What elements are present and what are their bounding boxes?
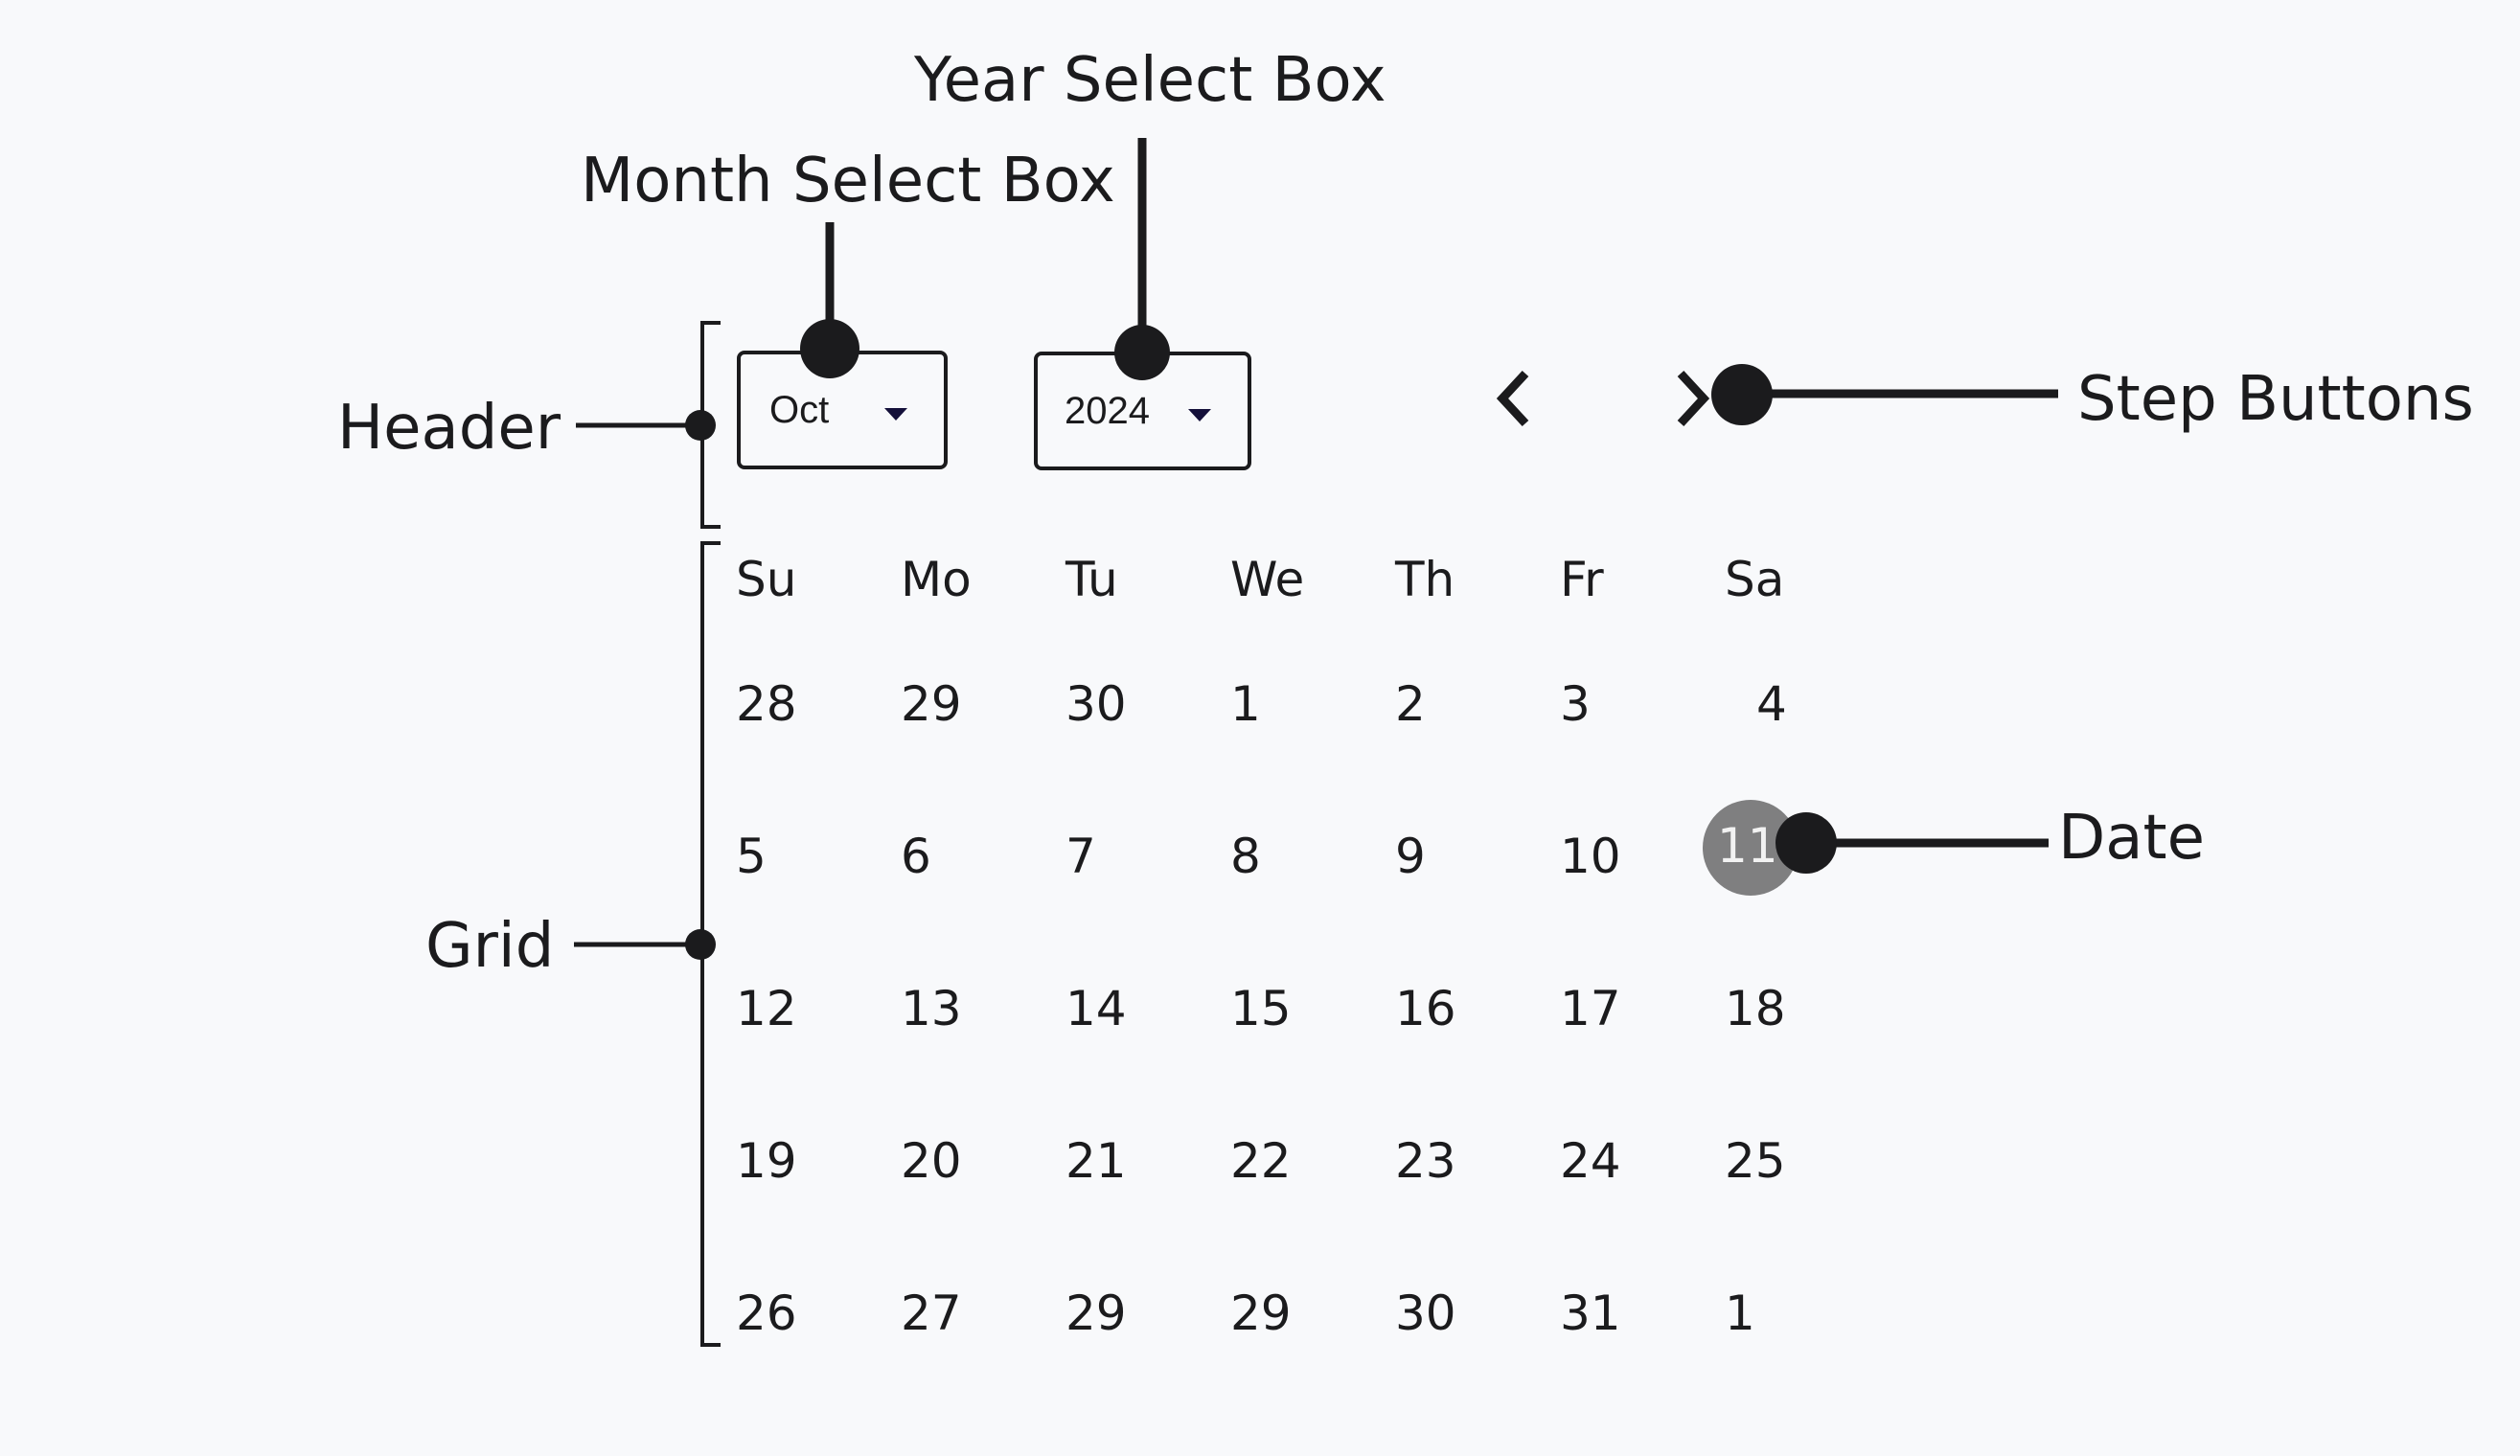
weekday-header: We	[1230, 552, 1305, 607]
date-cell[interactable]: 19	[736, 1133, 797, 1189]
grid-bracket	[700, 541, 721, 1347]
date-label: Date	[2058, 803, 2205, 874]
date-cell[interactable]: 1	[1725, 1285, 1755, 1341]
chevron-right-icon	[1677, 370, 1710, 427]
next-month-button[interactable]	[1659, 360, 1726, 437]
date-cell[interactable]: 6	[901, 829, 931, 884]
date-cell[interactable]: 28	[736, 676, 797, 732]
date-cell[interactable]: 25	[1725, 1133, 1786, 1189]
date-cell[interactable]: 2	[1395, 676, 1426, 732]
date-cell[interactable]: 31	[1560, 1285, 1621, 1341]
date-cell[interactable]: 30	[1395, 1285, 1456, 1341]
date-cell[interactable]: 21	[1065, 1133, 1127, 1189]
weekday-header: Sa	[1725, 552, 1785, 607]
weekday-header: Mo	[901, 552, 972, 607]
date-cell[interactable]: 3	[1560, 676, 1591, 732]
date-cell[interactable]: 1	[1230, 676, 1261, 732]
date-cell[interactable]: 16	[1395, 981, 1456, 1036]
prev-month-button[interactable]	[1480, 360, 1547, 437]
date-cell[interactable]: 29	[901, 676, 962, 732]
date-cell[interactable]: 27	[901, 1285, 962, 1341]
date-cell[interactable]: 29	[1065, 1285, 1127, 1341]
date-cell[interactable]: 24	[1560, 1133, 1621, 1189]
year-select-value: 2024	[1065, 389, 1150, 432]
date-cell[interactable]: 9	[1395, 829, 1426, 884]
date-cell[interactable]: 14	[1065, 981, 1127, 1036]
date-cell[interactable]: 22	[1230, 1133, 1292, 1189]
date-cell[interactable]: 30	[1065, 676, 1127, 732]
date-cell[interactable]: 8	[1230, 829, 1261, 884]
date-cell[interactable]: 13	[901, 981, 962, 1036]
year-select-box[interactable]: 2024	[1034, 352, 1251, 470]
chevron-left-icon	[1496, 370, 1529, 427]
date-cell[interactable]: 23	[1395, 1133, 1456, 1189]
grid-label: Grid	[425, 911, 555, 982]
date-cell[interactable]: 20	[901, 1133, 962, 1189]
step-buttons-label: Step Buttons	[2077, 364, 2474, 435]
header-label: Header	[337, 393, 561, 464]
year-select-box-label: Year Select Box	[914, 45, 1386, 116]
chevron-down-icon	[1188, 409, 1211, 421]
weekday-header: Su	[736, 552, 797, 607]
weekday-header: Th	[1395, 552, 1455, 607]
date-cell[interactable]: 29	[1230, 1285, 1292, 1341]
grid-marker	[685, 929, 716, 960]
month-select-box-label: Month Select Box	[581, 146, 1115, 216]
date-cell[interactable]: 17	[1560, 981, 1621, 1036]
date-cell[interactable]: 12	[736, 981, 797, 1036]
date-cell[interactable]: 15	[1230, 981, 1292, 1036]
weekday-header: Fr	[1560, 552, 1604, 607]
month-select-value: Oct	[769, 388, 830, 431]
date-cell[interactable]: 10	[1560, 829, 1621, 884]
date-cell[interactable]: 5	[736, 829, 767, 884]
month-select-box[interactable]: Oct	[737, 351, 948, 469]
weekday-header: Tu	[1065, 552, 1118, 607]
chevron-down-icon	[884, 408, 907, 421]
header-bracket	[700, 321, 721, 529]
date-cell[interactable]: 4	[1756, 676, 1787, 732]
date-cell[interactable]: 18	[1725, 981, 1786, 1036]
selected-date-cell[interactable]: 11	[1717, 818, 1778, 874]
date-cell[interactable]: 7	[1065, 829, 1096, 884]
date-cell[interactable]: 26	[736, 1285, 797, 1341]
header-marker	[685, 410, 716, 441]
